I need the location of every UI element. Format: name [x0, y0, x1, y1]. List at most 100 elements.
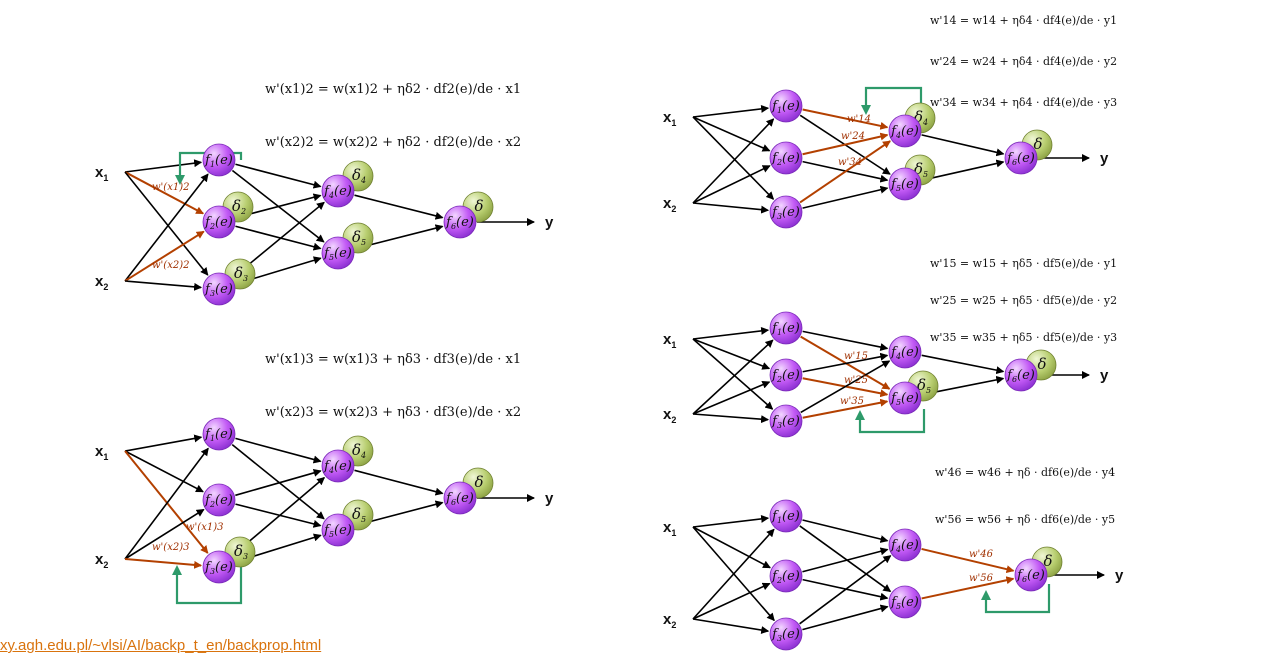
p3-edge-3-5 — [802, 185, 889, 209]
p5-feedback-arrow — [981, 584, 1051, 614]
p4-edge-x1-1 — [692, 326, 770, 340]
svg-text:f3(e): f3(e) — [204, 282, 233, 298]
equation-w-24: w'24 = w24 + ηδ4 · df4(e)/de · y2 — [930, 55, 1118, 68]
p4-edge-4-6 — [921, 354, 1005, 375]
p1-edge-x1-1 — [124, 159, 203, 173]
p1-edge-2-5 — [235, 225, 322, 251]
p4-node-f3: f3(e) — [769, 404, 803, 438]
source-link[interactable]: xy.agh.edu.pl/~vlsi/AI/backp_t_en/backpr… — [0, 637, 322, 654]
svg-text:f6(e): f6(e) — [1006, 368, 1035, 384]
p4-weight-label-3: w'35 — [840, 396, 864, 407]
svg-text:f4(e): f4(e) — [890, 538, 919, 554]
p3-edge-x1-3 — [692, 116, 775, 200]
p4-label-x1: x1 — [663, 331, 676, 350]
svg-text:f6(e): f6(e) — [1016, 568, 1045, 584]
svg-text:δ: δ — [474, 473, 483, 491]
p1-edge-x1-3 — [124, 171, 209, 276]
p5-label-x1: x1 — [663, 519, 676, 538]
p1-edge-x2-1 — [124, 173, 209, 282]
p3-edge-4-6 — [921, 134, 1005, 157]
p4-edge-3-4 — [800, 360, 891, 414]
svg-text:f3(e): f3(e) — [771, 414, 800, 430]
p5-weight-label-2: w'56 — [969, 573, 994, 584]
p3-node-f1: f1(e) — [769, 89, 803, 123]
p4-weight-label-2: w'25 — [844, 375, 868, 386]
p1-node-f5: f5(e) — [321, 236, 355, 270]
p4-node-f5: f5(e) — [888, 381, 922, 415]
p3-edge-1-4 — [802, 108, 889, 130]
p4-edge-3-5 — [802, 398, 889, 419]
svg-text:f2(e): f2(e) — [204, 493, 233, 509]
p3-node-f5: f5(e) — [888, 167, 922, 201]
svg-text:f3(e): f3(e) — [204, 560, 233, 576]
equation-w-x1-2: w'(x1)2 = w(x1)2 + ηδ2 · df2(e)/de · x1 — [265, 82, 522, 97]
p2-edge-4-6 — [354, 469, 444, 496]
p1-weight-label-2: w'(x2)2 — [152, 260, 189, 271]
p2-edge-x1-3 — [124, 450, 209, 554]
p3-node-f2: f2(e) — [769, 141, 803, 175]
p1-edge-1-4 — [235, 163, 322, 189]
p5-edge-1-4 — [802, 519, 889, 543]
equation-w-46: w'46 = w46 + ηδ · df6(e)/de · y4 — [935, 466, 1116, 479]
p5-edge-3-4 — [799, 555, 892, 625]
p1-node-f2: f2(e) — [202, 205, 236, 239]
svg-text:f4(e): f4(e) — [890, 345, 919, 361]
svg-text:f2(e): f2(e) — [771, 569, 800, 585]
p2-edge-1-5 — [231, 444, 325, 520]
svg-text:f2(e): f2(e) — [771, 368, 800, 384]
svg-text:f4(e): f4(e) — [323, 459, 352, 475]
p3-edge-2-4 — [802, 132, 889, 156]
svg-text:f5(e): f5(e) — [890, 595, 919, 611]
p3-label-x1: x1 — [663, 109, 676, 128]
p3-node-f3: f3(e) — [769, 195, 803, 229]
p3-edge-3-4 — [799, 140, 891, 204]
p5-edge-x2-2 — [692, 582, 771, 620]
p1-node-f3: f3(e) — [202, 272, 236, 306]
p5-node-f1: f1(e) — [769, 499, 803, 533]
p1-edge-x1-2 — [124, 171, 204, 215]
p2-node-f3: f3(e) — [202, 550, 236, 584]
p3-edge-x1-1 — [692, 104, 770, 118]
svg-text:f1(e): f1(e) — [771, 99, 800, 115]
p4-label-x2: x2 — [663, 406, 676, 425]
svg-text:f6(e): f6(e) — [445, 491, 474, 507]
p1-edge-4-6 — [354, 194, 444, 220]
svg-text:f4(e): f4(e) — [890, 124, 919, 140]
p1-node-f1: f1(e) — [202, 143, 236, 177]
p4-node-f6: f6(e) — [1004, 358, 1038, 392]
p4-edge-x2-3 — [692, 413, 770, 424]
equation-w-14: w'14 = w14 + ηδ4 · df4(e)/de · y1 — [930, 14, 1118, 27]
p5-edge-x2-1 — [692, 528, 775, 620]
p2-label-x2: x2 — [95, 551, 108, 570]
equation-w-x2-3: w'(x2)3 = w(x2)3 + ηδ3 · df3(e)/de · x2 — [265, 405, 522, 420]
p4-edge-1-5 — [800, 335, 891, 390]
p4-feedback-arrow — [855, 409, 926, 434]
p2-node-f1: f1(e) — [202, 417, 236, 451]
p3-edge-5-6 — [921, 159, 1005, 182]
p1-label-y: y — [545, 214, 554, 231]
p5-node-f2: f2(e) — [769, 559, 803, 593]
p3-edge-x1-2 — [692, 116, 771, 152]
p5-node-f3: f3(e) — [769, 617, 803, 651]
p5-edge-5-6 — [921, 576, 1015, 600]
p1-node-f6: f6(e) — [443, 205, 477, 239]
p3-edge-x2-3 — [692, 202, 770, 214]
p1-node-f4: f4(e) — [321, 174, 355, 208]
svg-text:f3(e): f3(e) — [771, 627, 800, 643]
p2-weight-label-1: w'(x1)3 — [186, 522, 223, 533]
p2-edge-2-5 — [235, 503, 322, 528]
p2-edge-x2-2 — [124, 508, 205, 560]
svg-text:f5(e): f5(e) — [890, 391, 919, 407]
svg-text:f5(e): f5(e) — [323, 246, 352, 262]
p1-label-x2: x2 — [95, 273, 108, 292]
p2-label-x1: x1 — [95, 443, 108, 462]
p3-weight-label-1: w'14 — [847, 114, 871, 125]
p3-label-x2: x2 — [663, 195, 676, 214]
p2-node-f5: f5(e) — [321, 513, 355, 547]
svg-text:f2(e): f2(e) — [204, 215, 233, 231]
p3-feedback-arrow — [861, 86, 923, 115]
p2-label-y: y — [545, 490, 554, 507]
svg-text:f5(e): f5(e) — [890, 177, 919, 193]
p3-node-f4: f4(e) — [888, 114, 922, 148]
